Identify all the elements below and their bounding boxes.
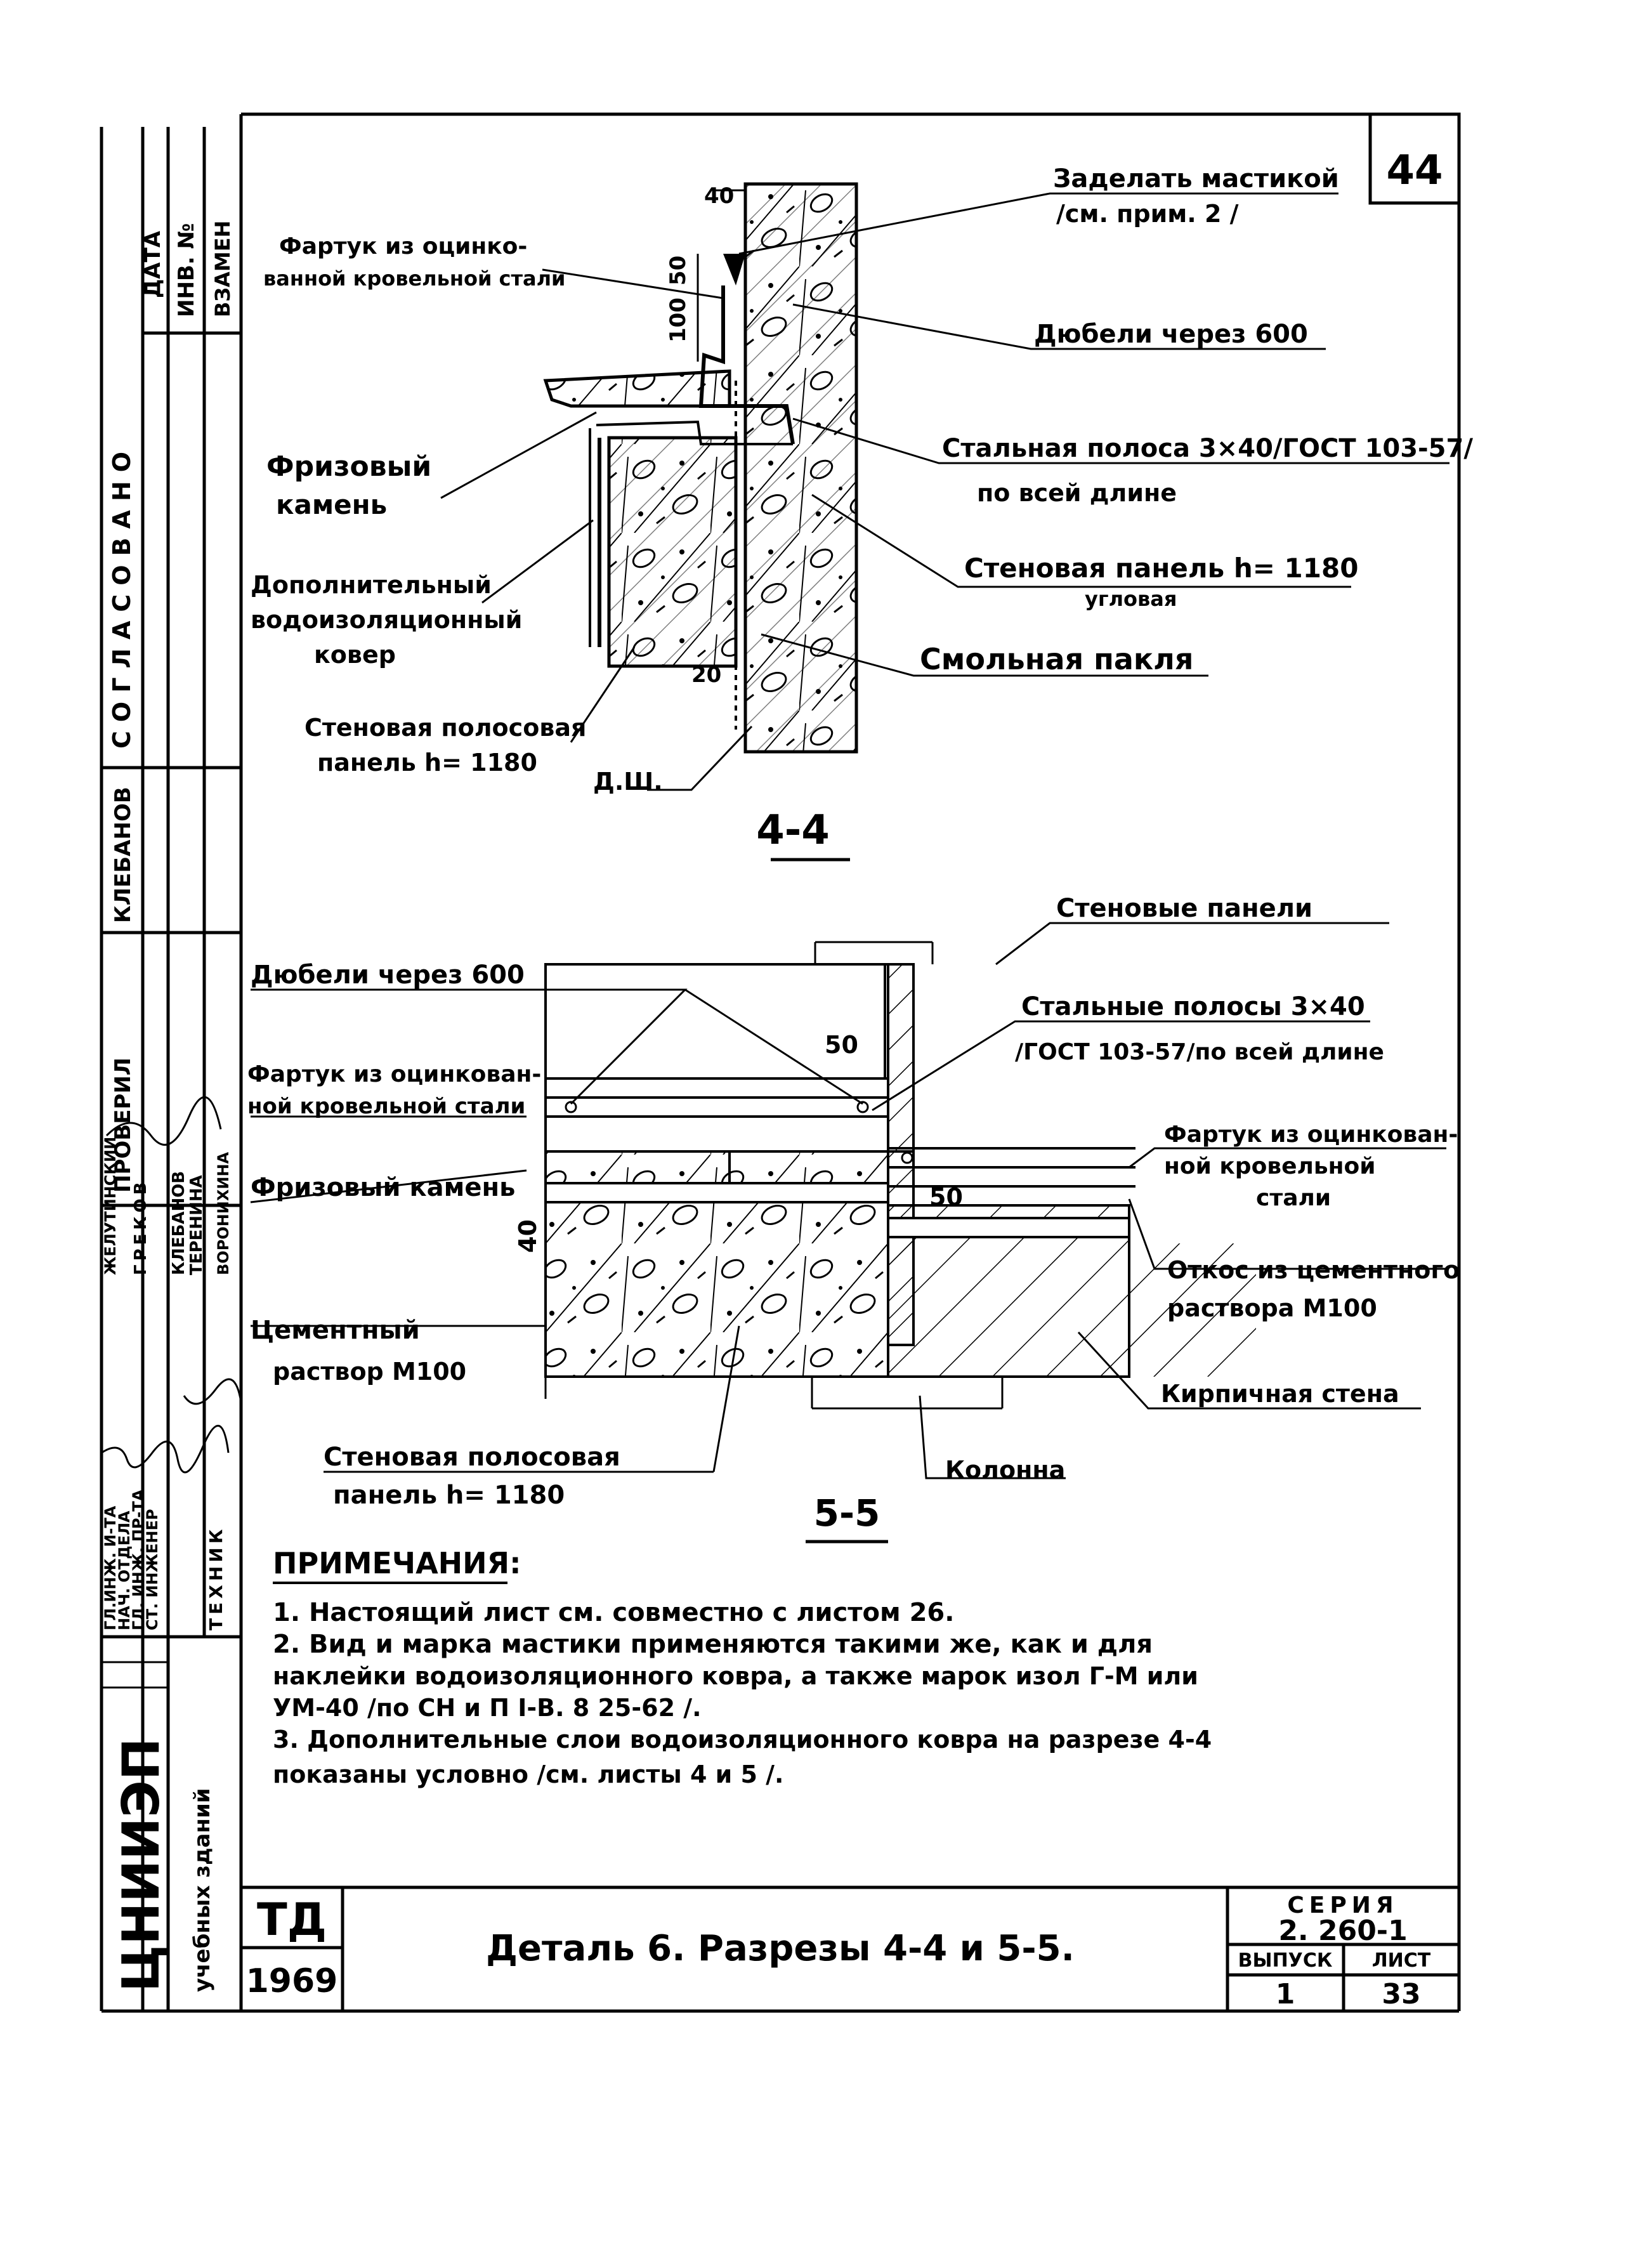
stamp-role-4: СТ. ИНЖЕНЕР (143, 1509, 161, 1630)
label-dyubeli-55: Дюбели через 600 (251, 960, 525, 990)
label-polos-55-1: Стеновая полосовая (324, 1443, 620, 1472)
year-label: 1969 (246, 1962, 338, 2000)
section-5-5: 50 50 40 Стеновые панели Дюбели через 60… (247, 894, 1460, 1544)
note-3: 3. Дополнительные слои водоизоляционного… (273, 1726, 1212, 1753)
section-4-4: 40 50 100 20 Заделать мастикой /см. прим… (251, 164, 1473, 862)
label-polosa-1: Стальная полоса 3×40/ГОСТ 103-57/ (942, 434, 1473, 463)
label-panel-1: Стеновая панель h= 1180 (964, 553, 1358, 584)
stamp-name-1: ЖЕЛУТИНСКИЙ (101, 1137, 119, 1275)
label-zadelat-2: /см. прим. 2 / (1056, 200, 1239, 228)
stamp-role-2: НАЧ. ОТДЕЛА (115, 1511, 133, 1630)
label-panel-2: угловая (1085, 587, 1177, 611)
label-dop-3: ковер (314, 641, 396, 669)
label-polos-1: Стеновая полосовая (304, 714, 586, 742)
label-dyubeli: Дюбели через 600 (1034, 320, 1308, 349)
series-value: 2. 260-1 (1278, 1915, 1407, 1947)
label-dop-2: водоизоляционный (251, 606, 522, 634)
stamp-vzamen: ВЗАМЕН (211, 221, 235, 317)
org-main: ЦНИИЭП (112, 1738, 171, 1992)
stamp-name-4: ТЕРЕНИНА (187, 1175, 206, 1275)
note-2: 2. Вид и марка мастики применяются таким… (273, 1630, 1153, 1659)
note-2c: УМ-40 /по СН и П I-В. 8 25-62 /. (273, 1694, 702, 1722)
stamp-name-3: КЛЕБАНОВ (169, 1171, 188, 1275)
label-friz-55: Фризовый камень (251, 1173, 515, 1202)
label-dsh: Д.Ш. (593, 768, 663, 796)
stamp-role-1: ГЛ.ИНЖ. И-ТА (101, 1505, 119, 1630)
label-polos-55-2: панель h= 1180 (333, 1481, 565, 1510)
label-cement-1: Цементный (251, 1316, 420, 1345)
stamp-rows (101, 1661, 168, 1689)
label-friz-1: Фризовый (266, 450, 431, 483)
page-number: 44 (1386, 147, 1443, 194)
issue-label: ВЫПУСК (1238, 1950, 1333, 1972)
label-polosa-2: по всей длине (977, 479, 1177, 507)
dim-100: 100 (665, 298, 691, 343)
stamp-name-5: ВОРОНИХИНА (214, 1151, 232, 1275)
label-fartuk-r-3: стали (1256, 1185, 1331, 1211)
notes-heading: ПРИМЕЧАНИЯ: (273, 1546, 521, 1580)
dim-40-b: 40 (514, 1219, 542, 1253)
stamp-soglasovano: СОГЛАСОВАНО (108, 443, 136, 749)
dim-50-a: 50 (825, 1031, 858, 1059)
sheet-label: ЛИСТ (1372, 1950, 1431, 1972)
frieze-stone (543, 369, 731, 408)
label-panels: Стеновые панели (1056, 894, 1312, 923)
stamp-role-3: ГЛ. ИНЖ. ПР-ТА (129, 1489, 147, 1630)
label-polosy-2: /ГОСТ 103-57/по всей длине (1015, 1039, 1384, 1065)
stamp-inv: ИНВ. № (174, 223, 199, 317)
dim-50-b: 50 (929, 1183, 963, 1211)
sheet-title: Деталь 6. Разрезы 4-4 и 5-5. (486, 1928, 1075, 1969)
title-4-4: 4-4 (756, 807, 830, 854)
label-fartuk-2: ванной кровельной стали (263, 266, 565, 291)
stamp-name-2: ГРЕКОВ (131, 1178, 150, 1275)
label-cement-2: раствор М100 (273, 1358, 466, 1386)
dim-20: 20 (691, 662, 721, 688)
stamp-klebanov: КЛЕБАНОВ (110, 787, 136, 923)
label-fartuk-r-1: Фартук из оцинкован- (1164, 1122, 1458, 1148)
dim-40: 40 (704, 183, 734, 209)
note-2b: наклейки водоизоляционного ковра, а такж… (273, 1662, 1198, 1690)
stamp-date: ДАТА (140, 230, 166, 298)
title-block: ТД 1969 Деталь 6. Разрезы 4-4 и 5-5. СЕР… (246, 1892, 1431, 2010)
td-label: ТД (257, 1894, 327, 1946)
issue-value: 1 (1276, 1978, 1295, 2010)
label-otkos-1: Откос из цементного (1167, 1256, 1460, 1284)
label-dop-1: Дополнительный (251, 571, 492, 599)
series-label: СЕРИЯ (1287, 1892, 1398, 1918)
label-zadelat: Заделать мастикой (1053, 164, 1339, 193)
sheet-frame (100, 112, 1461, 2013)
sheet-value: 33 (1382, 1978, 1420, 2010)
label-polos-2: панель h= 1180 (317, 749, 537, 777)
label-friz-2: камень (276, 489, 387, 520)
label-polosy-1: Стальные полосы 3×40 (1021, 992, 1365, 1021)
label-otkos-2: раствора М100 (1167, 1294, 1377, 1322)
stamp-role-5: ТЕХНИК (206, 1525, 226, 1630)
dim-50: 50 (665, 256, 691, 285)
label-fartuk-r-2: ной кровельной (1164, 1153, 1375, 1179)
label-pakla: Смольная пакля (920, 642, 1193, 676)
title-5-5: 5-5 (814, 1491, 880, 1535)
label-kolonna: Колонна (945, 1456, 1065, 1484)
label-fartuk-l-1: Фартук из оцинкован- (247, 1061, 541, 1087)
signatures (101, 1096, 242, 1474)
label-fartuk-l-2: ной кровельной стали (247, 1094, 525, 1119)
label-kirp: Кирпичная стена (1161, 1380, 1399, 1408)
note-3b: показаны условно /см. листы 4 и 5 /. (273, 1760, 783, 1788)
org-sub: учебных зданий (190, 1788, 215, 1992)
side-stamp: ДАТА ИНВ. № ВЗАМЕН СОГЛАСОВАНО КЛЕБАНОВ … (101, 221, 235, 1992)
label-fartuk-1: Фартук из оцинко- (279, 233, 527, 259)
apron (698, 285, 795, 445)
note-1: 1. Настоящий лист см. совместно с листом… (273, 1598, 954, 1627)
notes: ПРИМЕЧАНИЯ: 1. Настоящий лист см. совмес… (273, 1546, 1212, 1788)
